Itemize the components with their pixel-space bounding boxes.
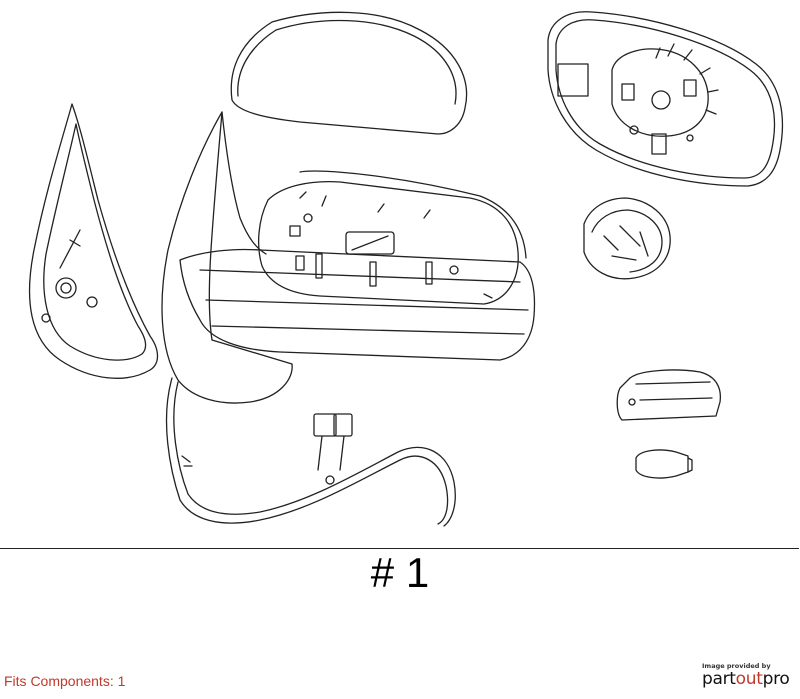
fits-components-text: Fits Components: 1 (4, 673, 126, 689)
mirror-cover-cap (230, 11, 468, 135)
brand-accent: out (735, 669, 763, 689)
mirror-assembly-drawing (28, 11, 784, 527)
parts-diagram (0, 11, 799, 549)
housing-frame (28, 103, 159, 379)
brand-part: part (702, 669, 736, 689)
mirror-actuator (583, 197, 671, 280)
wiring-harness (165, 377, 456, 527)
brand-suffix: pro (762, 669, 790, 689)
provider-brand: partoutpro (702, 669, 790, 689)
lamp-bulb (635, 449, 693, 479)
provider-caption: Image provided by (702, 662, 771, 670)
signal-lamp (616, 369, 722, 421)
mirror-housing (161, 111, 536, 404)
mirror-glass (547, 11, 784, 187)
provider-logo: Image provided by partoutpro (702, 662, 798, 692)
diagram-number-label: # 1 (370, 549, 430, 596)
